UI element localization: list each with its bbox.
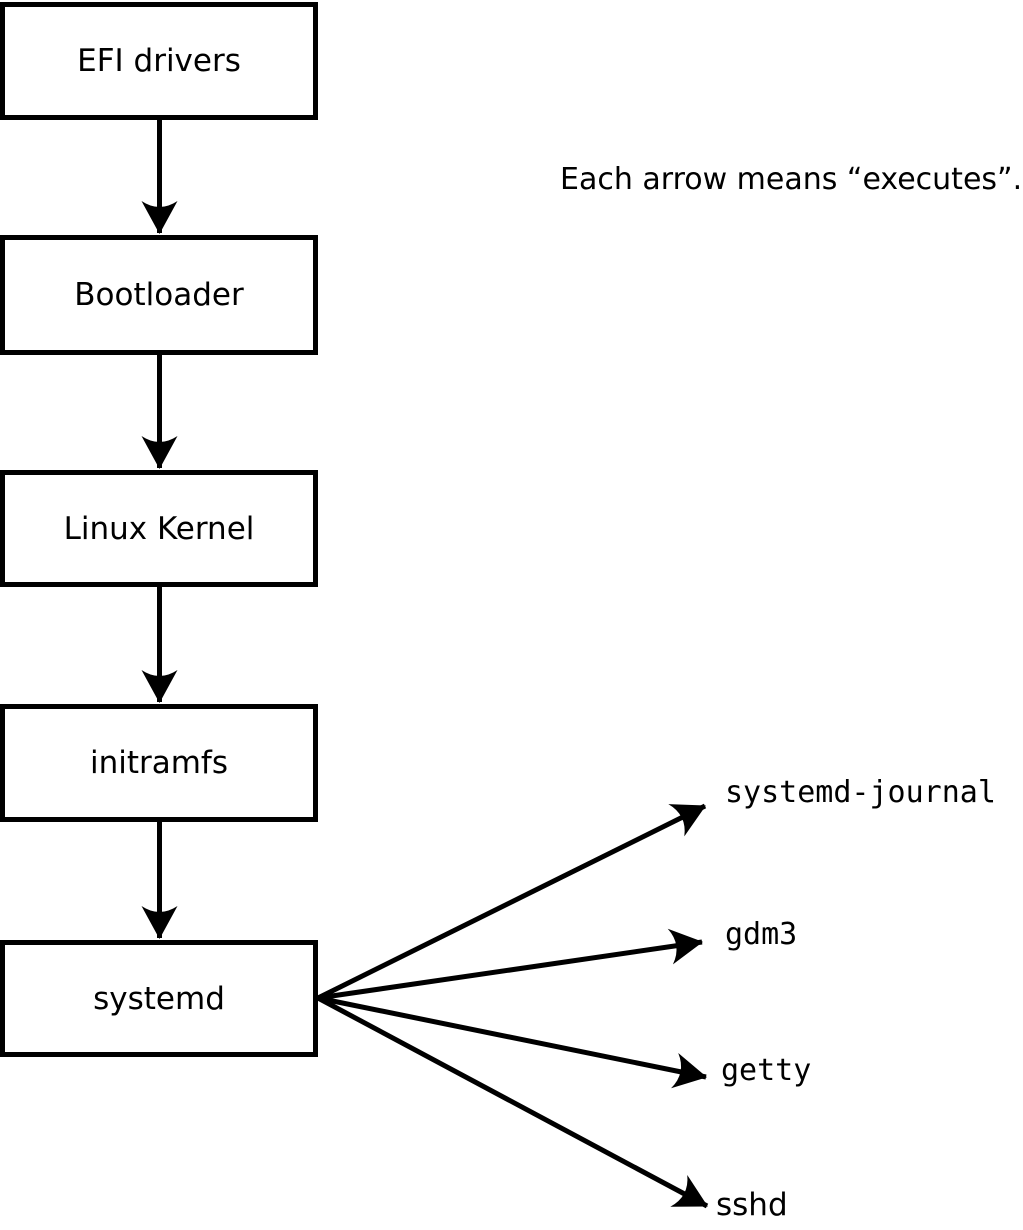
box-initramfs: initramfs [0, 704, 318, 822]
arrow-systemd-to-sshd [316, 995, 709, 1209]
arrow-systemd-to-journal [316, 803, 707, 1001]
arrow-systemd-to-gdm3 [317, 928, 703, 1001]
box-efi-drivers: EFI drivers [0, 2, 318, 120]
box-bootloader: Bootloader [0, 235, 318, 355]
box-efi-drivers-label: EFI drivers [77, 43, 241, 79]
box-initramfs-label: initramfs [89, 745, 229, 781]
box-linux-kernel-label: Linux Kernel [63, 510, 255, 547]
process-label-systemd-journal: systemd-journal [725, 775, 996, 810]
process-label-sshd: sshd [716, 1187, 788, 1223]
box-linux-kernel: Linux Kernel [0, 470, 318, 587]
process-label-gdm3: gdm3 [725, 917, 798, 952]
box-bootloader-label: Bootloader [74, 277, 244, 313]
box-systemd-label: systemd [93, 980, 225, 1017]
process-label-getty: getty [721, 1053, 812, 1088]
box-systemd: systemd [0, 940, 318, 1057]
arrow-systemd-to-getty [317, 995, 707, 1089]
caption-arrow-meaning: Each arrow means “executes”. [560, 162, 1023, 197]
